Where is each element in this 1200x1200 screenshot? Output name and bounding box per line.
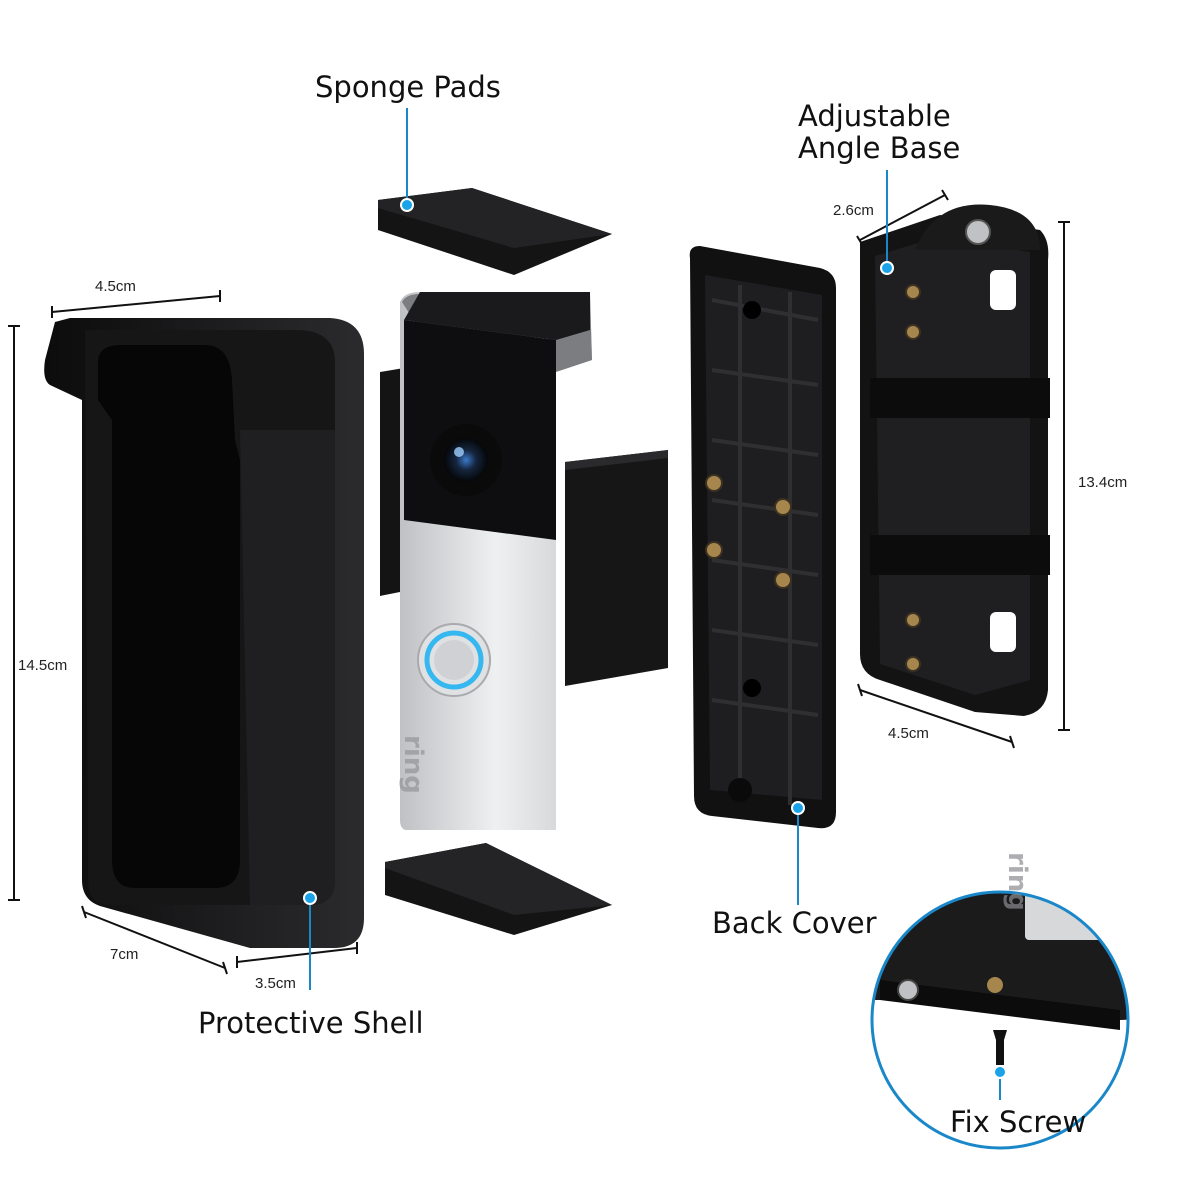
shell-thickness-dimension: 3.5cm (255, 975, 296, 992)
sponge-pad-side-right (565, 450, 668, 686)
fix-screw-label: Fix Screw (950, 1105, 1087, 1139)
adjustable-angle-base (860, 204, 1050, 716)
protective-shell (44, 318, 364, 948)
adjustable-angle-base-label: Adjustable Angle Base (798, 99, 961, 165)
sponge-pads-label: Sponge Pads (315, 70, 501, 104)
shell-depth-dimension: 7cm (110, 946, 139, 963)
shell-width-dimension: 4.5cm (95, 278, 136, 295)
base-height-dimension: 13.4cm (1078, 474, 1128, 491)
doorbell-device (400, 292, 592, 830)
sponge-pads-dot (400, 198, 414, 212)
sponge-pad-bottom (385, 843, 612, 935)
fix-screw-dot (993, 1065, 1007, 1079)
base-width-dimension: 4.5cm (888, 725, 929, 742)
sponge-pad-top (378, 188, 612, 275)
protective-shell-label: Protective Shell (198, 1006, 424, 1040)
zoom-doorbell-logo: ring (1002, 852, 1032, 911)
angle-base-dot (880, 261, 894, 275)
shell-height-dimension: 14.5cm (18, 657, 68, 674)
back-cover-label: Back Cover (712, 906, 877, 940)
callout-markers (303, 108, 1007, 1100)
protective-shell-dot (303, 891, 317, 905)
back-cover (689, 246, 836, 829)
dimension-lines (8, 189, 1070, 975)
doorbell-logo: ring (398, 735, 428, 794)
base-depth-dimension: 2.6cm (833, 202, 874, 219)
back-cover-dot (791, 801, 805, 815)
